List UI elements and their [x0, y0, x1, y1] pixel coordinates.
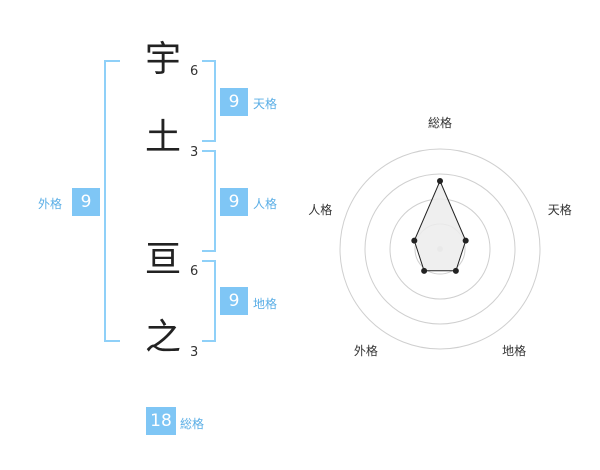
radar-polygon [413, 179, 467, 272]
radar-axis-label: 外格 [354, 343, 378, 358]
name-char-1: 宇 [144, 39, 181, 80]
soukaku-value: 18 [146, 407, 176, 435]
tenkaku-bracket [202, 60, 216, 142]
jinkaku-value: 9 [220, 188, 248, 216]
chikaku-bracket [202, 260, 216, 342]
gaikaku-label: 外格 [38, 197, 63, 211]
tenkaku-label: 天格 [253, 97, 278, 111]
chikaku-value: 9 [220, 287, 248, 315]
tenkaku-value: 9 [220, 88, 248, 116]
soukaku-label: 総格 [180, 417, 205, 431]
radar-axis-label: 総格 [428, 115, 452, 130]
gaikaku-value: 9 [72, 188, 100, 216]
name-char-1-strokes: 6 [190, 64, 199, 79]
radar-point [462, 237, 469, 244]
name-char-2: 土 [144, 117, 181, 158]
radar-point [452, 267, 459, 274]
radar-axis-label: 地格 [502, 343, 526, 358]
name-char-2-strokes: 3 [190, 145, 199, 160]
radar-point [437, 178, 443, 184]
name-char-4-strokes: 3 [190, 345, 199, 360]
radar-point [421, 267, 428, 274]
radar-axis-label: 人格 [308, 202, 332, 217]
jinkaku-bracket [202, 150, 216, 252]
name-char-3-strokes: 6 [190, 264, 199, 279]
radar-ring [364, 173, 516, 325]
jinkaku-label: 人格 [253, 197, 278, 211]
radar-ring [339, 148, 541, 350]
name-char-4: 之 [144, 317, 181, 358]
name-char-3: 亘 [144, 239, 181, 280]
radar-axis-label: 天格 [548, 202, 572, 217]
radar-point [411, 237, 418, 244]
gaikaku-bracket [104, 60, 120, 342]
chikaku-label: 地格 [253, 297, 278, 311]
